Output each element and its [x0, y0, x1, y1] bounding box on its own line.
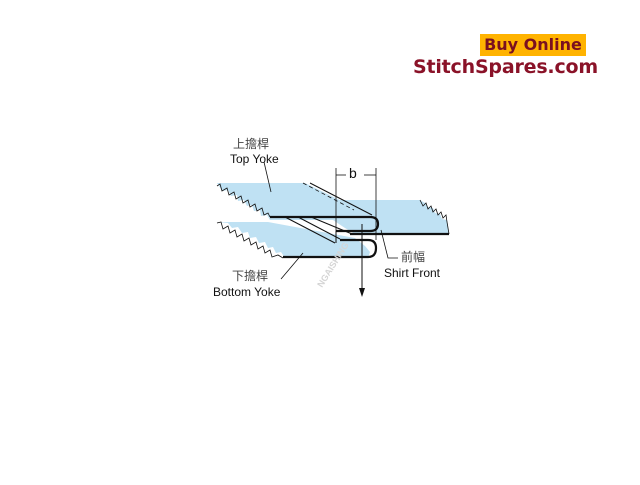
top-yoke-label: Top Yoke	[230, 152, 279, 166]
shirt-front-edge	[419, 199, 450, 235]
fold-line	[310, 216, 353, 235]
top-yoke-leader	[263, 161, 272, 193]
top-yoke-cn-label: 上擔桿	[233, 137, 270, 151]
stitch-line	[302, 182, 355, 211]
bottom-yoke-edge	[216, 221, 284, 259]
bottom-yoke-leader	[280, 252, 304, 280]
shirt-front-label: Shirt Front	[384, 266, 441, 280]
site-name-link[interactable]: StitchSpares.com	[413, 56, 598, 78]
top-yoke-edge	[216, 183, 271, 218]
brand-header: Buy Online StitchSpares.com	[0, 0, 640, 90]
bottom-yoke-fabric	[217, 222, 370, 258]
arrow-down-icon	[359, 288, 365, 297]
bottom-yoke-fold	[283, 238, 378, 259]
bottom-yoke-label: Bottom Yoke	[213, 285, 281, 299]
dimension-b-label: b	[349, 165, 357, 181]
shirt-front-cn-label: 前幅	[401, 250, 426, 264]
shirt-front-leader	[380, 229, 398, 259]
fold-line	[297, 216, 341, 240]
top-yoke-fabric	[217, 183, 372, 220]
top-edge-line	[309, 182, 373, 216]
top-yoke-fold	[270, 215, 380, 233]
buy-online-button[interactable]: Buy Online	[480, 34, 586, 56]
bottom-yoke-cn-label: 下擔桿	[232, 269, 269, 283]
fold-line	[284, 216, 336, 244]
